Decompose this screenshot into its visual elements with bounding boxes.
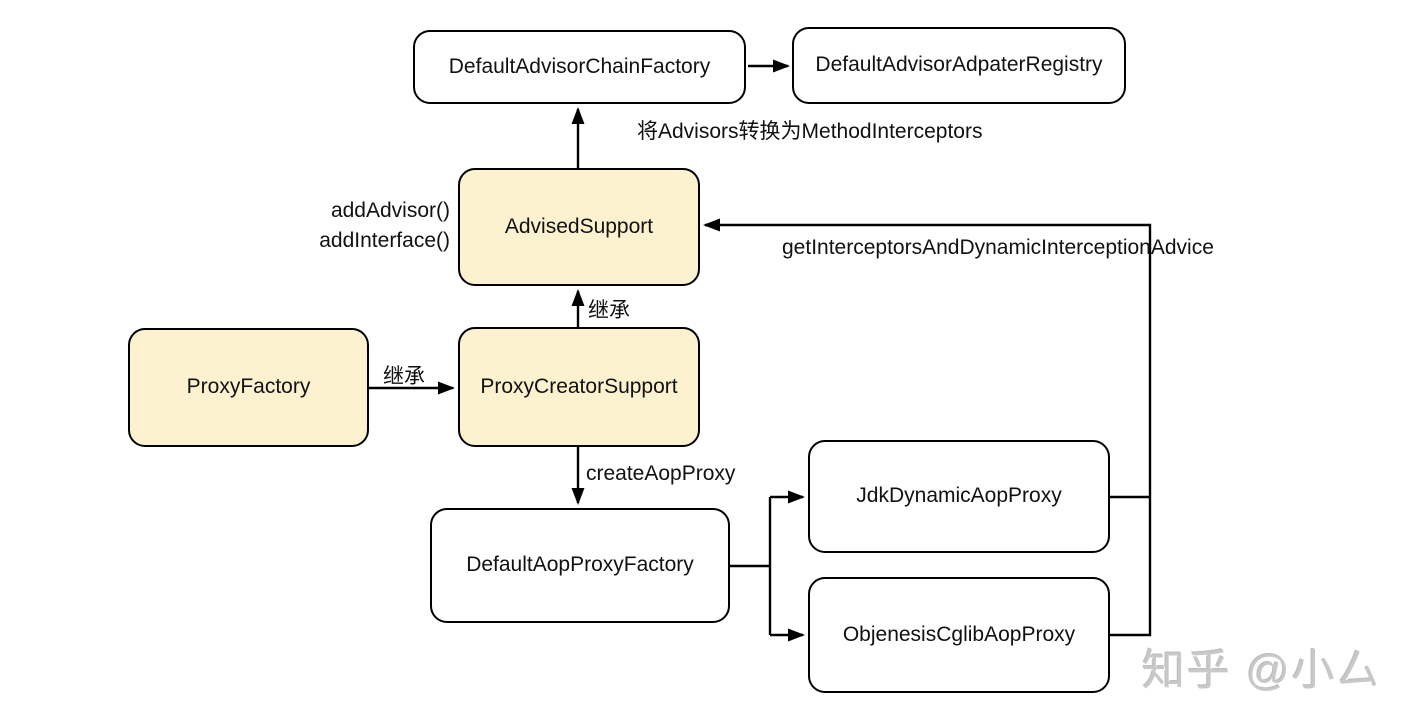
node-label: ProxyCreatorSupport [480,374,678,398]
node-advised-support: AdvisedSupport [458,168,700,286]
node-objenesis-cglib-aop-proxy: ObjenesisCglibAopProxy [808,577,1110,693]
label-add-advisor: addAdvisor() [330,199,450,222]
label-inherit-horizontal: 继承 [383,365,425,388]
label-get-interceptors: getInterceptorsAndDynamicInterceptionAdv… [782,236,1214,259]
node-proxy-creator-support: ProxyCreatorSupport [458,327,700,447]
node-default-aop-proxy-factory: DefaultAopProxyFactory [430,508,730,623]
edge-cglibproxy-rail-to-advisedsupport [703,218,1152,637]
node-label: DefaultAopProxyFactory [466,553,694,577]
node-label: DefaultAdvisorAdpaterRegistry [815,53,1103,77]
node-label: AdvisedSupport [504,214,654,238]
node-label: JdkDynamicAopProxy [856,484,1062,508]
node-label: DefaultAdvisorChainFactory [448,54,711,78]
label-create-aop-proxy: createAopProxy [586,462,736,485]
node-label: ProxyFactory [186,375,311,399]
label-advised-support-methods: addAdvisor() addInterface() [250,196,450,256]
node-jdk-dynamic-aop-proxy: JdkDynamicAopProxy [808,440,1110,553]
label-inherit-vertical: 继承 [588,299,630,322]
label-convert-advisors: 将Advisors转换为MethodInterceptors [637,120,983,143]
zhihu-watermark: 知乎 @小厶 [1142,647,1382,695]
node-default-advisor-chain-factory: DefaultAdvisorChainFactory [413,30,746,104]
node-label: ObjenesisCglibAopProxy [842,622,1076,646]
node-proxy-factory: ProxyFactory [128,328,369,447]
node-default-advisor-adpater-registry: DefaultAdvisorAdpaterRegistry [792,27,1126,104]
label-add-interface: addInterface() [319,229,450,252]
